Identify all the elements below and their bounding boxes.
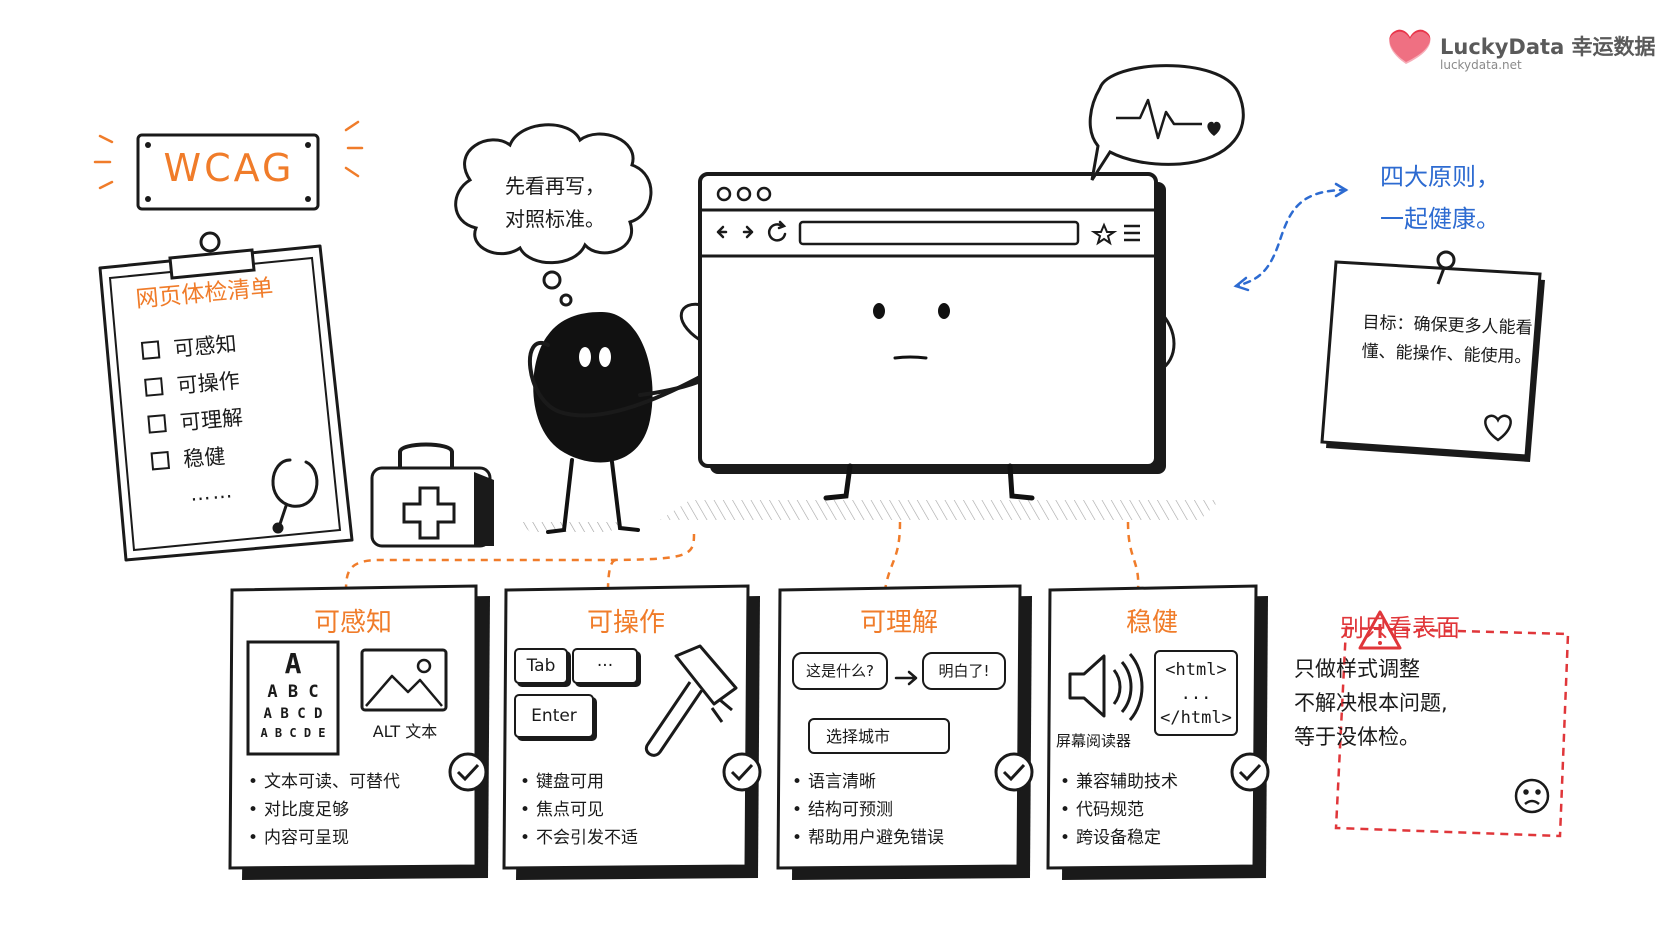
card-title-operable: 可操作	[586, 608, 665, 638]
warning-body: 只做样式调整 不解决根本问题, 等于没体检。	[1294, 657, 1448, 749]
list-item: 焦点可见	[520, 796, 638, 824]
checkbox-icon	[150, 450, 171, 470]
hammer-icon	[645, 644, 738, 757]
list-item: 跨设备稳定	[1060, 824, 1178, 852]
pin-icon	[1436, 250, 1456, 270]
browser-nav-icons	[716, 220, 787, 242]
understandable-bullets: 语言清晰 结构可预测 帮助用户避免错误	[792, 768, 944, 852]
sad-face-icon	[1514, 778, 1550, 814]
warning-title: 别只看表面	[1340, 614, 1460, 642]
check-circles	[448, 752, 1270, 792]
question-bubble: 这是什么?	[792, 652, 888, 690]
city-select[interactable]: 选择城市	[808, 718, 950, 754]
list-item: 帮助用户避免错误	[792, 824, 944, 852]
code-box: <html> ... </html>	[1154, 650, 1238, 736]
clipboard-checklist: 可感知 可操作 可理解 稳健	[140, 324, 248, 480]
alt-text-label: ALT 文本	[372, 722, 438, 741]
goal-note-text: 目标：确保更多人能看懂、能操作、能使用。	[1361, 312, 1533, 368]
stethoscope-icon	[271, 458, 319, 534]
list-item: 结构可预测	[792, 796, 944, 824]
star-icon	[1090, 222, 1118, 246]
list-item: 内容可呈现	[248, 824, 400, 852]
card-title-robust: 稳健	[1125, 608, 1178, 638]
checkbox-icon	[140, 339, 161, 360]
card-title-perceivable: 可感知	[313, 608, 392, 638]
list-item: 文本可读、可替代	[248, 768, 400, 796]
answer-bubble: 明白了!	[922, 652, 1006, 690]
goal-note	[1320, 250, 1545, 462]
operable-bullets: 键盘可用 焦点可见 不会引发不适	[520, 768, 638, 852]
robust-bullets: 兼容辅助技术 代码规范 跨设备稳定	[1060, 768, 1178, 852]
list-item: 代码规范	[1060, 796, 1178, 824]
eye-chart-frame	[246, 640, 340, 756]
clipboard	[98, 231, 354, 562]
list-item: 对比度足够	[248, 796, 400, 824]
perceivable-bullets: 文本可读、可替代 对比度足够 内容可呈现	[248, 768, 400, 852]
list-item: 键盘可用	[520, 768, 638, 796]
checkbox-icon	[147, 413, 167, 434]
eye-chart: A A B C A B C D A B C D E	[260, 647, 326, 741]
list-item: 兼容辅助技术	[1060, 768, 1178, 796]
ellipsis-key: ···	[572, 648, 638, 684]
thought-bubble-text: 先看再写， 对照标准。	[505, 174, 605, 231]
checkbox-icon	[144, 376, 164, 397]
enter-key: Enter	[514, 694, 594, 738]
brand-url[interactable]: luckydata.net	[1440, 58, 1522, 72]
list-item: 语言清晰	[792, 768, 944, 796]
first-aid-kit-icon	[370, 442, 494, 548]
browser-window-character	[679, 172, 1176, 501]
menu-icon	[1124, 224, 1140, 242]
slogan: 四大原则， 一起健康。	[1380, 163, 1500, 233]
heart-icon	[1207, 121, 1221, 136]
dashed-arrow	[1233, 182, 1349, 292]
speaker-icon	[1068, 653, 1144, 721]
heartbeat-bubble	[1088, 64, 1245, 181]
brand-heart-icon	[1389, 29, 1431, 64]
warning-box	[1334, 610, 1570, 838]
arrow-right-icon	[894, 670, 918, 686]
heart-outline-icon	[1484, 414, 1512, 442]
wcag-sign	[93, 120, 364, 211]
screen-reader-label: 屏幕阅读器	[1056, 732, 1132, 750]
card-title-understandable: 可理解	[859, 608, 938, 638]
brand-name[interactable]: LuckyData 幸运数据	[1440, 35, 1656, 59]
checklist-more: ……	[189, 478, 235, 506]
list-item: 不会引发不适	[520, 824, 638, 852]
connector-lines	[344, 521, 1140, 591]
thought-bubble	[454, 123, 653, 307]
wcag-sign-text: WCAG	[163, 146, 295, 190]
warning-triangle-icon	[1358, 610, 1402, 650]
image-icon	[360, 648, 448, 712]
tab-key: Tab	[514, 648, 568, 684]
